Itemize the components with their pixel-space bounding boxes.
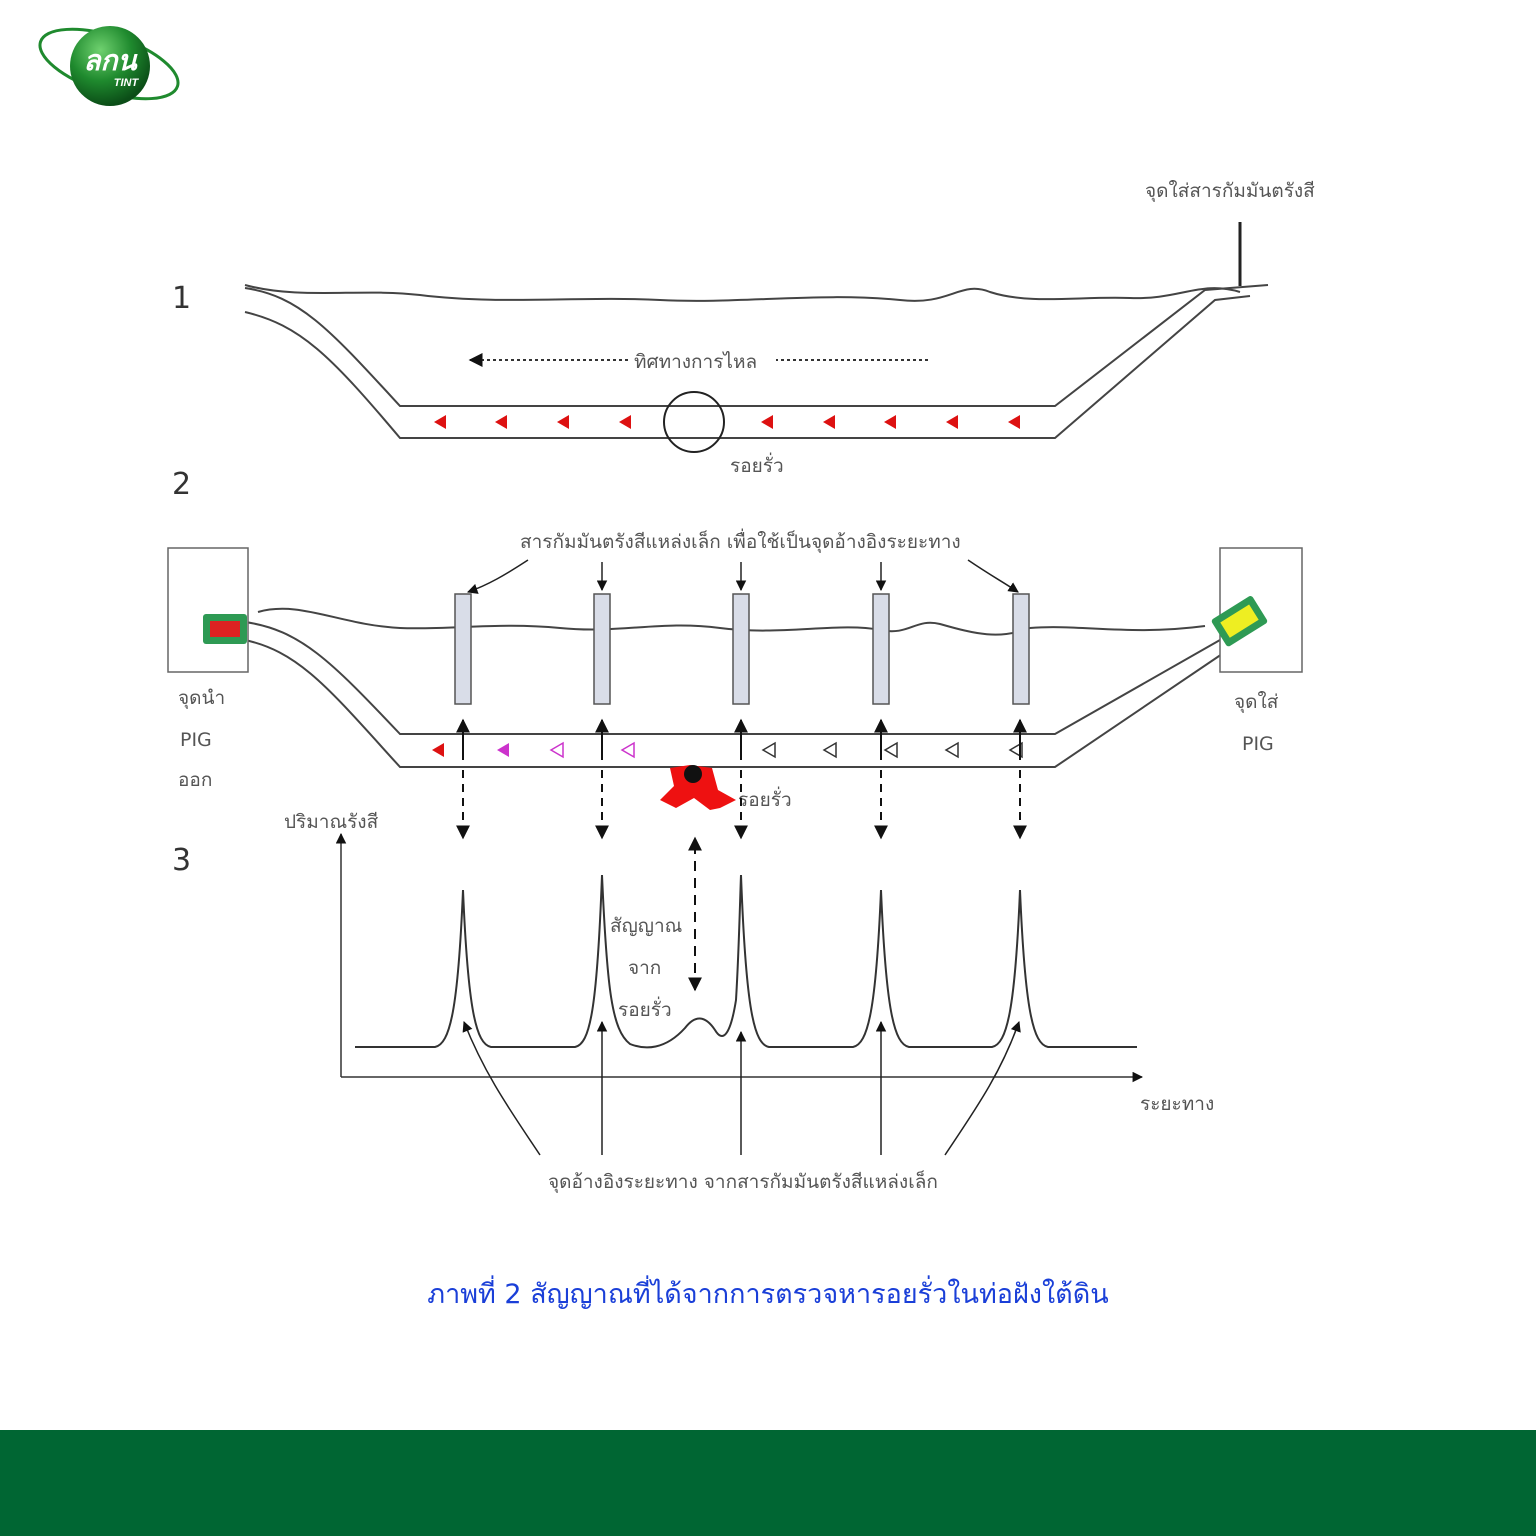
flow-mark xyxy=(822,741,837,759)
flow-mark xyxy=(620,741,635,759)
flow-mark xyxy=(495,415,507,429)
flow-mark xyxy=(884,415,896,429)
pipe-bottom-wall-1 xyxy=(244,295,1251,439)
pig-exit-label-3: ออก xyxy=(178,769,212,791)
leak-circle xyxy=(663,391,725,453)
flow-mark xyxy=(1008,415,1020,429)
step-3-number: 3 xyxy=(172,843,191,878)
y-axis-label: ปริมาณรังสี xyxy=(284,811,379,833)
pipe-bottom-wall-2 xyxy=(244,639,1226,768)
marker-source-5 xyxy=(1012,593,1030,705)
logo-text: ลกน xyxy=(83,45,138,76)
logo-subtext: TINT xyxy=(114,77,140,89)
pig-exit-label-2: PIG xyxy=(180,729,212,751)
footer-bar xyxy=(0,1430,1536,1536)
flow-mark xyxy=(497,743,509,757)
markers-label: สารกัมมันตรังสีแหล่งเล็ก เพื่อใช้เป็นจุด… xyxy=(520,528,961,554)
pig-entry-label-1: จุดใส่ xyxy=(1234,691,1279,714)
flow-mark xyxy=(946,415,958,429)
marker-source-4 xyxy=(872,593,890,705)
ground-surface-1 xyxy=(244,284,1241,302)
pig-entry-device xyxy=(1211,595,1268,647)
marker-source-1 xyxy=(454,593,472,705)
leak-hole xyxy=(684,765,702,783)
leak-burst xyxy=(660,765,736,810)
flow-mark xyxy=(944,741,959,759)
pig-exit-device-core xyxy=(210,621,240,637)
ground-surface-2 xyxy=(257,607,1206,636)
step-2-number: 2 xyxy=(172,467,191,502)
marker-pointer-1 xyxy=(467,559,529,594)
pig-exit-label-1: จุดนำ xyxy=(178,687,225,710)
flow-mark xyxy=(434,415,446,429)
pipe-top-wall-2 xyxy=(244,621,1221,735)
flow-marks-1 xyxy=(434,415,1020,429)
flow-mark xyxy=(619,415,631,429)
flow-mark xyxy=(761,415,773,429)
flow-mark xyxy=(761,741,776,759)
pig-exit-pit xyxy=(167,547,249,673)
section-1-pipeline: จุดใส่สารกัมมันตรังสี ทิศทางการไหล รอยรั… xyxy=(244,180,1315,477)
pig-entry-label-2: PIG xyxy=(1242,733,1274,755)
x-axis-label: ระยะทาง xyxy=(1140,1093,1214,1115)
leak-label-top: รอยรั่ว xyxy=(730,452,784,477)
figure-caption: ภาพที่ 2 สัญญาณที่ได้จากการตรวจหารอยรั่ว… xyxy=(427,1279,1109,1310)
flow-direction-label: ทิศทางการไหล xyxy=(634,351,757,373)
leak-signal-label-3: รอยรั่ว xyxy=(618,996,672,1021)
flow-marks-2 xyxy=(432,741,1023,759)
flow-mark xyxy=(823,415,835,429)
leak-signal-label-2: จาก xyxy=(628,957,661,979)
flow-mark xyxy=(432,743,444,757)
signal-trace xyxy=(355,874,1137,1049)
injection-point-label: จุดใส่สารกัมมันตรังสี xyxy=(1145,180,1315,203)
pipe-top-wall-1 xyxy=(244,284,1269,407)
reference-pointer-5 xyxy=(944,1021,1021,1156)
leak-signal-label-1: สัญญาณ xyxy=(610,915,682,937)
marker-pointer-5 xyxy=(967,559,1019,593)
flow-mark xyxy=(1008,741,1023,759)
reference-pointer-1 xyxy=(462,1021,541,1156)
tint-logo: ลกน TINT xyxy=(38,26,180,106)
leak-label-mid: รอยรั่ว xyxy=(738,786,792,811)
flow-mark xyxy=(557,415,569,429)
flow-mark xyxy=(883,741,898,759)
logo-globe xyxy=(70,26,150,106)
reference-points-label: จุดอ้างอิงระยะทาง จากสารกัมมันตรังสีแหล่… xyxy=(548,1169,938,1194)
marker-source-3 xyxy=(732,593,750,705)
step-1-number: 1 xyxy=(172,281,191,316)
section-2-pipeline: สารกัมมันตรังสีแหล่งเล็ก เพื่อใช้เป็นจุด… xyxy=(167,528,1303,840)
marker-source-2 xyxy=(593,593,611,705)
section-3-signal: ปริมาณรังสี ระยะทาง สัญญาณ จาก รอยรั่ว จ… xyxy=(284,811,1214,1194)
flow-mark xyxy=(549,741,564,759)
